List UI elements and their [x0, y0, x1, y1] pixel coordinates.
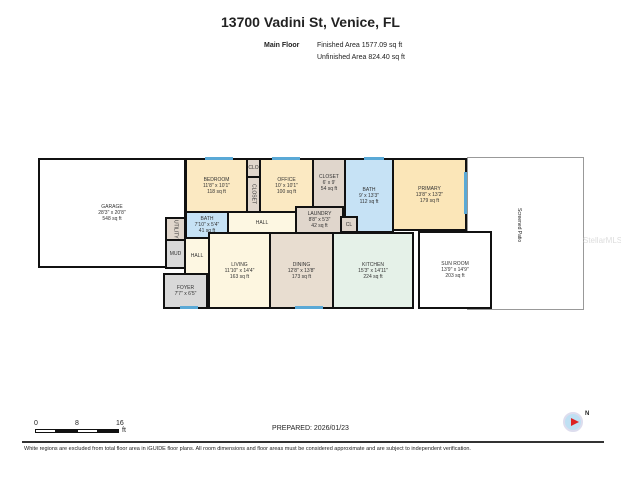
window — [272, 157, 300, 160]
room-cl: CL — [340, 216, 358, 233]
divider — [22, 441, 604, 443]
room-area: 224 sq ft — [363, 273, 383, 280]
room-area: 173 sq ft — [291, 273, 312, 280]
room-dims: 13'8" x 13'2" — [415, 191, 444, 198]
window — [364, 157, 384, 160]
room-name: Primary — [418, 185, 441, 192]
window — [464, 172, 467, 214]
room-dining: Dining12'8" x 13'8"173 sq ft — [269, 232, 334, 309]
window — [295, 306, 323, 309]
room-dims: 13'9" x 14'9" — [441, 267, 469, 273]
room-name: Hall — [190, 253, 204, 259]
room-area: 179 sq ft — [419, 197, 440, 204]
room-name: Office — [277, 176, 296, 183]
room-office: Office10' x 10'1"100 sq ft — [259, 158, 314, 213]
room-dims: 6' x 9' — [322, 180, 336, 186]
scale-tick-8: 8 — [75, 420, 79, 427]
room-hall1: Hall — [227, 211, 297, 234]
room-name: Bath — [362, 186, 376, 193]
room-sunroom: Sun Room13'9" x 14'9"203 sq ft — [418, 231, 492, 309]
room-dims: 15'3" x 14'11" — [358, 267, 388, 274]
room-name: Kitchen — [362, 261, 384, 268]
room-dims: 7'10" x 5'4" — [194, 222, 220, 228]
room-name: CLO — [248, 165, 259, 171]
room-name: Hall — [255, 219, 269, 226]
page-title: 13700 Vadini St, Venice, FL — [221, 14, 400, 30]
room-name: Bath — [200, 216, 214, 222]
room-name: Sun Room — [441, 261, 469, 267]
room-laundry: Laundry8'8" x 5'3"42 sq ft — [295, 206, 344, 234]
room-bedroom: Bedroom11'8" x 10'1"118 sq ft — [185, 158, 248, 213]
room-area: 54 sq ft — [320, 186, 338, 192]
room-name: Utility — [172, 219, 179, 239]
scale-segment — [56, 429, 77, 433]
finished-area: Finished Area 1577.09 sq ft — [317, 42, 403, 49]
disclaimer: White regions are excluded from total fl… — [24, 446, 471, 452]
room-dims: 7'7" x 6'5" — [174, 291, 197, 297]
room-living: Living11'10" x 14'4"163 sq ft — [208, 232, 271, 309]
room-name: Garage — [101, 204, 123, 210]
scale-segment — [98, 429, 119, 433]
room-mud: Mud — [165, 239, 186, 269]
patio-label: Screened Patio — [516, 208, 522, 243]
scale-tick-16: 16 — [116, 420, 124, 427]
unfinished-area: Unfinished Area 824.40 sq ft — [317, 54, 405, 61]
room-dims: 12'8" x 13'8" — [287, 267, 316, 274]
room-dims: 28'3" x 20'8" — [98, 210, 126, 216]
scale-tick-0: 0 — [34, 420, 38, 427]
floor-label: Main Floor — [264, 42, 300, 49]
room-foyer: Foyer7'7" x 6'5" — [163, 273, 208, 309]
room-name: Closet — [250, 184, 257, 205]
scale-unit: ft — [122, 427, 126, 434]
room-dims: 8'8" x 5'3" — [308, 217, 331, 223]
room-name: Laundry — [307, 211, 332, 217]
room-name: Mud — [169, 251, 182, 257]
room-utility: Utility — [165, 217, 186, 241]
room-dims: 11'8" x 10'1" — [202, 182, 231, 189]
room-dims: 11'10" x 14'4" — [224, 267, 255, 274]
room-area: 203 sq ft — [445, 273, 465, 279]
north-label: N — [585, 411, 590, 417]
room-area: 42 sq ft — [311, 223, 328, 229]
compass-icon: N — [563, 411, 589, 432]
room-area: 100 sq ft — [276, 188, 297, 195]
room-kitchen: Kitchen15'3" x 14'11"224 sq ft — [332, 232, 414, 309]
room-name: Living — [231, 261, 248, 268]
room-name: Foyer — [176, 285, 195, 291]
room-area: 112 sq ft — [359, 198, 379, 205]
room-area: 41 sq ft — [198, 228, 216, 234]
room-name: Dining — [292, 261, 311, 268]
scale-segment — [77, 429, 98, 433]
room-primary: Primary13'8" x 13'2"179 sq ft — [392, 158, 467, 231]
room-area: 118 sq ft — [207, 188, 226, 195]
scale-segment — [35, 429, 56, 433]
watermark: StellarMLS — [583, 236, 621, 245]
room-name: Bedroom — [203, 176, 230, 183]
room-hall2: Hall — [184, 237, 210, 275]
room-garage: Garage28'3" x 20'8"548 sq ft — [38, 158, 186, 268]
room-area: 163 sq ft — [229, 273, 250, 280]
room-closet2: Closet6' x 9'54 sq ft — [312, 158, 346, 208]
room-dims: 10' x 10'1" — [275, 182, 298, 189]
room-area: 548 sq ft — [102, 216, 122, 222]
prepared-date: PREPARED: 2026/01/23 — [272, 425, 349, 432]
window — [205, 157, 233, 160]
room-name: CL — [345, 221, 353, 228]
room-dims: 9' x 13'3" — [358, 192, 380, 199]
window — [180, 306, 198, 309]
room-name: Closet — [318, 174, 339, 180]
